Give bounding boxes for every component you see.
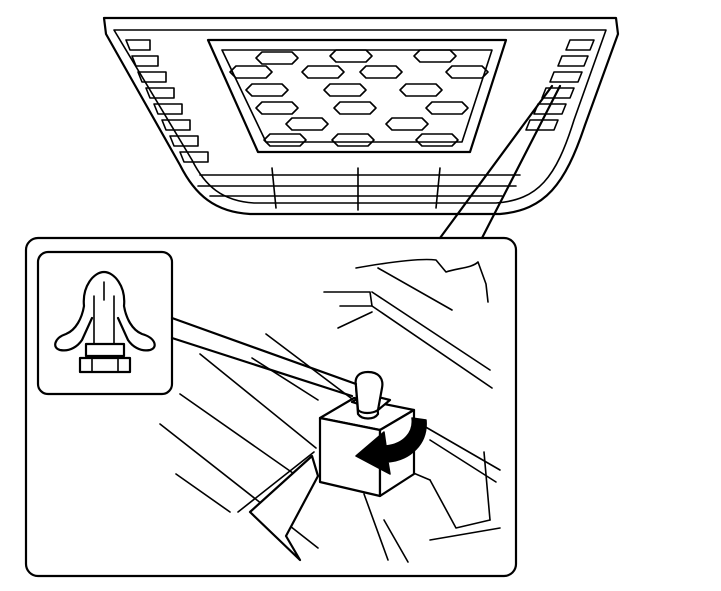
clip-detail-icon (36, 250, 174, 396)
grille-mesh-cells (229, 49, 489, 147)
clip-base (84, 342, 126, 358)
bumper-edge-panel (248, 454, 320, 562)
detail-panel-frame (24, 236, 518, 578)
grille-assembly (102, 16, 620, 216)
detail-panel (24, 236, 518, 578)
clip-head-tip (354, 370, 384, 415)
clip-flange (78, 356, 132, 374)
grille-lower-dividers (271, 167, 441, 211)
grille-outer-frame (102, 16, 620, 216)
clip-bracket (318, 396, 416, 498)
rotate-arrow-icon (355, 417, 427, 475)
clip-detail-leader (170, 316, 358, 398)
bumper-structure (159, 258, 501, 563)
grille-inner-frame (113, 29, 607, 204)
clip-head-icon (350, 370, 392, 420)
grille-mesh-outline (206, 38, 508, 154)
clip-location-callout (438, 84, 562, 240)
grille-right-slats (525, 39, 595, 131)
clip-body (54, 270, 156, 352)
grille-mesh-inner (221, 49, 493, 143)
grille-left-slats (125, 39, 209, 163)
clip-detail-frame (36, 250, 174, 396)
grille-lower-bar (197, 174, 521, 197)
